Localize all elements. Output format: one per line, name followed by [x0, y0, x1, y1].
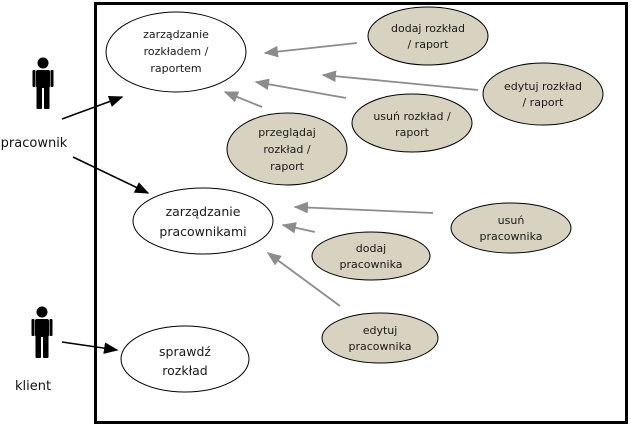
- usecase-label: zarządzanie: [143, 28, 209, 41]
- usecase-label: edytuj: [363, 324, 398, 337]
- dependency-arrow: [281, 222, 316, 234]
- dependency-arrow: [266, 252, 341, 307]
- usecase-label: pracownika: [480, 230, 543, 243]
- usecase-usun-pracownika[interactable]: usuń pracownika: [450, 202, 572, 254]
- dependency-arrow: [293, 201, 434, 214]
- system-boundary: [94, 2, 628, 424]
- association-arrow: [72, 156, 150, 194]
- usecase-usun-rozklad[interactable]: usuń rozkład / raport: [351, 93, 473, 153]
- usecase-edytuj-pracownika[interactable]: edytuj pracownika: [321, 312, 439, 364]
- actor-label: klient: [15, 379, 51, 394]
- usecase-label: przeglądaj: [258, 126, 316, 139]
- usecase-edytuj-rozklad[interactable]: edytuj rozkład / raport: [482, 62, 604, 126]
- usecase-zarzadzanie-rozkladem[interactable]: zarządzanie rozkładem / raportem: [105, 11, 247, 93]
- usecase-label: rozkład: [162, 363, 207, 378]
- actor-label: pracownik: [1, 136, 68, 151]
- usecase-label: rozkładem /: [144, 45, 209, 58]
- usecase-label: zarządzanie: [166, 204, 241, 219]
- stick-figure-icon: [32, 57, 54, 109]
- usecase-dodaj-rozklad[interactable]: dodaj rozkład / raport: [367, 6, 489, 66]
- usecase-label: dodaj rozkład: [391, 22, 465, 35]
- usecase-label: raportem: [150, 62, 201, 75]
- usecase-sprawdz-rozklad[interactable]: sprawdź rozkład: [120, 325, 250, 393]
- usecase-label: raport: [395, 126, 429, 139]
- association-arrow: [61, 341, 119, 354]
- usecase-label: sprawdź: [159, 344, 211, 359]
- usecase-dodaj-pracownika[interactable]: dodaj pracownika: [311, 231, 431, 281]
- usecase-label: pracownika: [340, 258, 403, 271]
- actor-pracownik[interactable]: pracownik: [1, 57, 68, 152]
- usecase-label: rozkład /: [263, 143, 311, 156]
- usecase-label: / raport: [407, 38, 449, 51]
- dependency-arrow: [321, 70, 479, 91]
- dependency-arrow: [223, 91, 263, 108]
- actor-klient[interactable]: klient: [15, 306, 53, 395]
- dependency-arrow: [263, 42, 358, 58]
- usecase-label: usuń rozkład /: [373, 110, 451, 123]
- usecase-label: pracownika: [349, 340, 412, 353]
- usecase-label: pracownikami: [159, 224, 246, 239]
- usecase-label: edytuj rozkład: [504, 80, 582, 93]
- usecase-label: raport: [270, 160, 304, 173]
- association-arrow: [61, 96, 124, 120]
- stick-figure-icon: [31, 306, 53, 358]
- usecase-zarzadzanie-pracownikami[interactable]: zarządzanie pracownikami: [132, 187, 274, 255]
- usecase-label: dodaj: [356, 242, 387, 255]
- usecase-label: / raport: [522, 96, 564, 109]
- dependency-arrow: [254, 78, 347, 99]
- usecase-label: usuń: [498, 214, 525, 227]
- usecase-przegladaj-rozklad[interactable]: przeglądaj rozkład / raport: [226, 112, 348, 186]
